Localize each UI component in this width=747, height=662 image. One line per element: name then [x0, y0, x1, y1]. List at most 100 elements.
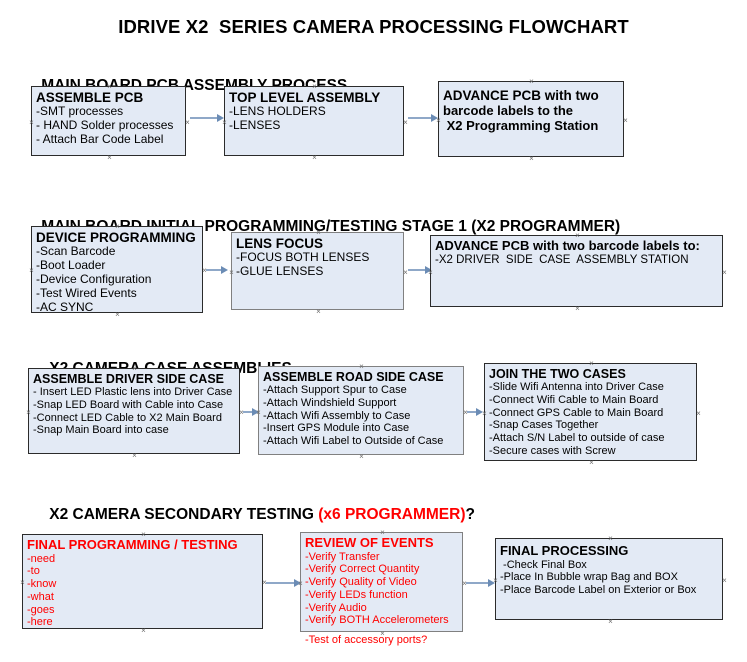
connector-4-1 [266, 582, 297, 584]
node-line: -Attach Wifi Assembly to Case [263, 409, 411, 422]
node-line: -SMT processes [36, 104, 124, 119]
resize-handle-left[interactable] [221, 119, 228, 126]
node-line: X2 Programming Station [443, 118, 599, 134]
node-title: REVIEW OF EVENTS [305, 535, 434, 550]
resize-handle-top[interactable] [358, 363, 365, 370]
node-line: -Verify LEDs function [305, 588, 408, 601]
node-title: ADVANCE PCB with two barcode labels to: [435, 238, 700, 253]
node-line: -Connect GPS Cable to Main Board [489, 406, 664, 419]
node-line: -Scan Barcode [36, 244, 116, 259]
node-top-level-assembly[interactable]: TOP LEVEL ASSEMBLY -LENS HOLDERS -LENSES [224, 86, 404, 156]
arrowhead-3-2-icon [476, 408, 483, 416]
resize-handle-left[interactable] [255, 409, 262, 416]
section-heading-4-text: X2 CAMERA SECONDARY TESTING [49, 506, 319, 523]
resize-handle-top[interactable] [574, 232, 581, 239]
node-title: TOP LEVEL ASSEMBLY [229, 90, 381, 105]
connector-3-1 [243, 411, 255, 413]
node-title: ASSEMBLE DRIVER SIDE CASE [33, 372, 225, 386]
resize-handle-bottom[interactable] [528, 155, 535, 162]
resize-handle-bottom[interactable] [588, 459, 595, 466]
node-line: -LENS HOLDERS [229, 104, 326, 119]
resize-handle-left[interactable] [481, 410, 488, 417]
node-final-programming-testing[interactable]: FINAL PROGRAMMING / TESTING -need -to -k… [22, 534, 263, 629]
node-line: -to [27, 565, 40, 578]
section-heading-4-accent: (x6 PROGRAMMER) [318, 506, 466, 523]
resize-handle-right[interactable] [721, 269, 728, 276]
node-line: -here [27, 616, 53, 629]
resize-handle-left[interactable] [435, 117, 442, 124]
resize-handle-left[interactable] [25, 409, 32, 416]
resize-handle-right[interactable] [402, 119, 409, 126]
resize-handle-top[interactable] [106, 83, 113, 90]
resize-handle-left[interactable] [427, 269, 434, 276]
resize-handle-right[interactable] [184, 119, 191, 126]
resize-handle-top[interactable] [588, 360, 595, 367]
resize-handle-bottom[interactable] [140, 627, 147, 634]
resize-handle-left[interactable] [492, 577, 499, 584]
resize-handle-left[interactable] [28, 119, 35, 126]
resize-handle-bottom[interactable] [106, 154, 113, 161]
node-lens-focus[interactable]: LENS FOCUS -FOCUS BOTH LENSES -GLUE LENS… [231, 232, 404, 310]
node-line: -Secure cases with Screw [489, 444, 616, 457]
node-join-the-two-cases[interactable]: JOIN THE TWO CASES -Slide Wifi Antenna i… [484, 363, 697, 461]
node-line: - Insert LED Plastic lens into Driver Ca… [33, 386, 233, 398]
node-line: -Connect Wifi Cable to Main Board [489, 393, 659, 406]
page-title: IDRIVE X2 SERIES CAMERA PROCESSING FLOWC… [118, 16, 629, 37]
section-heading-4: X2 CAMERA SECONDARY TESTING (x6 PROGRAMM… [32, 488, 475, 542]
resize-handle-bottom[interactable] [315, 308, 322, 315]
node-line: -Snap Cases Together [489, 419, 599, 432]
resize-handle-right[interactable] [695, 410, 702, 417]
node-line: - HAND Solder processes [36, 118, 174, 133]
node-line: -Verify Audio [305, 601, 367, 614]
node-advance-pcb-driver-case[interactable]: ADVANCE PCB with two barcode labels to: … [430, 235, 723, 307]
node-assemble-pcb[interactable]: ASSEMBLE PCB -SMT processes - HAND Solde… [31, 86, 186, 156]
node-line: -need [27, 552, 56, 565]
node-overflow-line: -Test of accessory ports? [305, 634, 428, 646]
resize-handle-right[interactable] [721, 577, 728, 584]
node-title: DEVICE PROGRAMMING [36, 230, 196, 245]
node-title: FINAL PROGRAMMING / TESTING [27, 537, 238, 552]
resize-handle-top[interactable] [131, 365, 138, 372]
resize-handle-left[interactable] [297, 580, 304, 587]
node-device-programming[interactable]: DEVICE PROGRAMMING -Scan Barcode -Boot L… [28, 223, 203, 314]
node-assemble-driver-side-case[interactable]: ASSEMBLE DRIVER SIDE CASE - Insert LED P… [28, 368, 240, 454]
resize-handle-bottom[interactable] [607, 618, 614, 625]
resize-handle-bottom[interactable] [574, 305, 581, 312]
node-line: -goes [27, 603, 55, 616]
resize-handle-top[interactable] [379, 529, 386, 536]
node-line: -what [27, 590, 54, 603]
node-assemble-road-side-case[interactable]: ASSEMBLE ROAD SIDE CASE -Attach Support … [258, 366, 464, 455]
node-line: -Attach Wifi Label to Outside of Case [263, 435, 444, 447]
node-line: -Place Barcode Label on Exterior or Box [500, 584, 697, 597]
resize-handle-bottom[interactable] [358, 453, 365, 460]
node-line: -Device Configuration [36, 271, 152, 286]
resize-handle-top[interactable] [607, 535, 614, 542]
arrowhead-1-1-icon [217, 114, 224, 122]
node-line: -Place In Bubble wrap Bag and BOX [500, 571, 678, 584]
node-review-of-events[interactable]: REVIEW OF EVENTS -Verify Transfer -Verif… [297, 529, 463, 646]
resize-handle-top[interactable] [315, 229, 322, 236]
node-line: -Insert GPS Module into Case [263, 422, 410, 435]
node-line: -Slide Wifi Antenna into Driver Case [489, 381, 664, 393]
resize-handle-left[interactable] [228, 269, 235, 276]
resize-handle-left[interactable] [28, 267, 35, 274]
resize-handle-bottom[interactable] [114, 311, 121, 318]
resize-handle-top[interactable] [140, 531, 147, 538]
node-title: JOIN THE TWO CASES [489, 367, 626, 381]
node-line: -Verify Correct Quantity [305, 563, 420, 576]
resize-handle-right[interactable] [622, 117, 629, 124]
resize-handle-bottom[interactable] [379, 630, 386, 637]
node-line: -FOCUS BOTH LENSES [236, 250, 370, 265]
node-line: -Verify BOTH Accelerometers [305, 614, 449, 627]
node-line: - Attach Bar Code Label [36, 131, 164, 146]
node-final-processing[interactable]: FINAL PROCESSING -Check Final Box -Place… [495, 538, 723, 620]
resize-handle-bottom[interactable] [131, 452, 138, 459]
connector-1-2 [408, 117, 434, 119]
node-advance-pcb-station[interactable]: ADVANCE PCB with two barcode labels to t… [438, 81, 624, 157]
resize-handle-top[interactable] [311, 83, 318, 90]
resize-handle-left[interactable] [19, 579, 26, 586]
resize-handle-top[interactable] [114, 223, 121, 230]
resize-handle-bottom[interactable] [311, 154, 318, 161]
resize-handle-top[interactable] [528, 78, 535, 85]
